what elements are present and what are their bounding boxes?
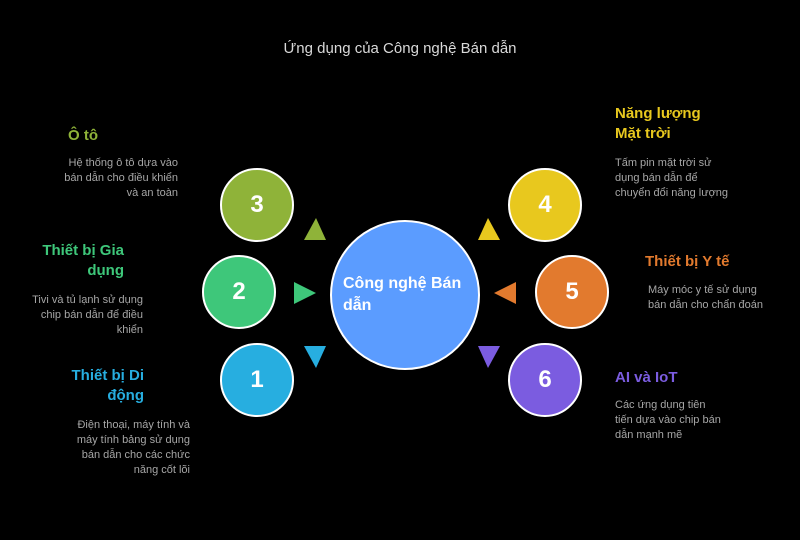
heading-y-te: Thiết bị Y tế xyxy=(645,253,730,270)
desc-gia-dung: Tivi và tủ lạnh sử dụng chip bán dẫn để … xyxy=(32,294,143,336)
number-circle-2: 2 xyxy=(202,255,276,329)
heading-nang-luong: Năng lượng Mặt trời xyxy=(615,105,701,142)
heading-ai-iot: AI và IoT xyxy=(615,369,678,386)
pointer-triangle-4 xyxy=(478,218,500,240)
heading-di-dong: Thiết bị Di động xyxy=(71,367,145,404)
pointer-triangle-2 xyxy=(294,282,316,304)
heading-oto: Ô tô xyxy=(68,127,98,144)
number-label-3: 3 xyxy=(250,191,264,218)
number-label-5: 5 xyxy=(565,278,579,305)
center-label: Công nghệ Bán dẫn xyxy=(343,275,462,314)
number-circle-1: 1 xyxy=(220,343,294,417)
desc-oto: Hệ thống ô tô dựa vào bán dẫn cho điều k… xyxy=(64,157,178,199)
desc-y-te: Máy móc y tế sử dụng bán dẫn cho chẩn đo… xyxy=(648,284,763,311)
number-label-6: 6 xyxy=(538,366,552,393)
number-circle-4: 4 xyxy=(508,168,582,242)
center-hub: Công nghệ Bán dẫn xyxy=(330,220,480,370)
number-label-1: 1 xyxy=(250,366,264,393)
number-circle-6: 6 xyxy=(508,343,582,417)
pointer-triangle-6 xyxy=(478,346,500,368)
desc-ai-iot: Các ứng dụng tiên tiến dựa vào chip bán … xyxy=(615,399,721,441)
number-circle-3: 3 xyxy=(220,168,294,242)
desc-nang-luong: Tấm pin mặt trời sử dụng bán dẫn để chuy… xyxy=(615,157,729,199)
pointer-triangle-1 xyxy=(304,346,326,368)
number-circle-5: 5 xyxy=(535,255,609,329)
number-label-2: 2 xyxy=(232,278,246,305)
diagram-title: Ứng dụng của Công nghệ Bán dẫn xyxy=(283,40,517,57)
number-label-4: 4 xyxy=(538,191,552,218)
heading-gia-dung: Thiết bị Gia dụng xyxy=(42,242,124,279)
pointer-triangle-5 xyxy=(494,282,516,304)
desc-di-dong: Điện thoại, máy tính và máy tính bảng sử… xyxy=(76,419,190,476)
pointer-triangle-3 xyxy=(304,218,326,240)
